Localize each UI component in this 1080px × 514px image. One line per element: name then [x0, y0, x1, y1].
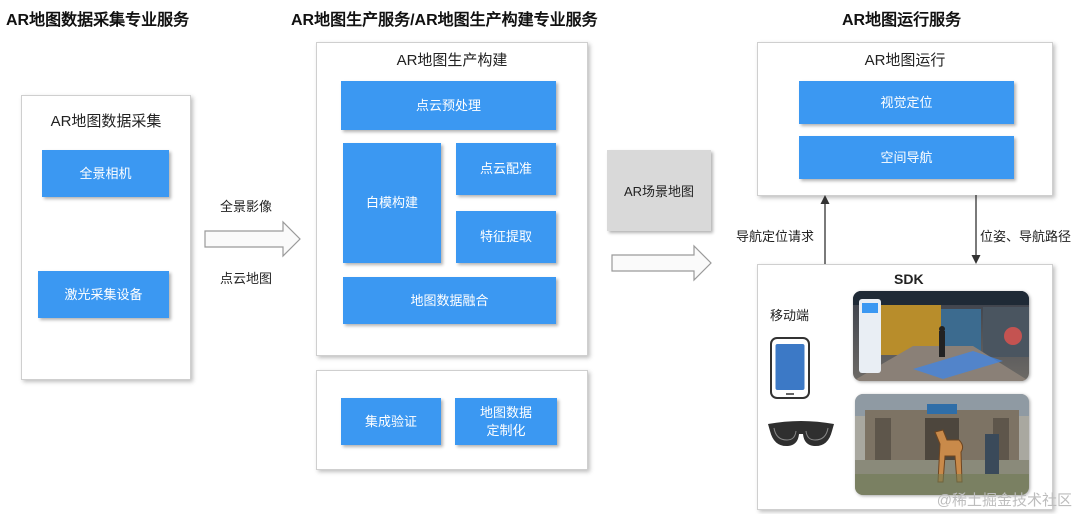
run-section-title: AR地图运行服务 [842, 6, 961, 30]
registration-box: 点云配准 [456, 143, 556, 195]
request-arrow [815, 194, 835, 266]
build-sub-panel: 集成验证 地图数据定制化 [316, 370, 588, 470]
build-panel-title: AR地图生产构建 [317, 49, 587, 70]
feature-extraction-box: 特征提取 [456, 211, 556, 263]
visual-localization-box: 视觉定位 [799, 81, 1014, 124]
pose-path-label: 位姿、导航路径 [980, 226, 1071, 245]
collect-panel-title: AR地图数据采集 [22, 110, 190, 131]
map-customize-label: 地图数据定制化 [478, 404, 534, 439]
ar-navigation-screenshot [853, 291, 1029, 381]
mobile-label: 移动端 [770, 305, 809, 324]
whitebox-box: 白模构建 [343, 143, 441, 263]
preprocess-box: 点云预处理 [341, 81, 556, 130]
smartphone-icon [769, 336, 811, 400]
run-panel: AR地图运行 视觉定位 空间导航 [757, 42, 1053, 196]
run-panel-title: AR地图运行 [758, 49, 1052, 70]
map-customize-box: 地图数据定制化 [455, 398, 557, 445]
ar-scene-map-box: AR场景地图 [607, 150, 711, 231]
build-panel: AR地图生产构建 点云预处理 白模构建 点云配准 特征提取 地图数据融合 [316, 42, 588, 356]
build-section-title: AR地图生产服务/AR地图生产构建专业服务 [291, 6, 598, 30]
collect-panel: AR地图数据采集 全景相机 激光采集设备 [21, 95, 191, 380]
panorama-image-label: 全景影像 [220, 196, 272, 215]
flow-arrow-2 [610, 243, 714, 283]
ar-glasses-icon [766, 415, 836, 451]
sdk-title: SDK [894, 271, 924, 287]
nav-request-label: 导航定位请求 [736, 226, 814, 245]
watermark: @稀土掘金技术社区 [937, 489, 1072, 510]
spatial-navigation-box: 空间导航 [799, 136, 1014, 179]
ar-scene-screenshot [855, 394, 1029, 495]
collect-section-title: AR地图数据采集专业服务 [6, 6, 189, 30]
map-fusion-box: 地图数据融合 [343, 277, 556, 324]
sdk-panel: SDK 移动端 [757, 264, 1053, 510]
integration-verify-box: 集成验证 [341, 398, 441, 445]
flow-arrow-1 [203, 219, 303, 259]
panoramic-camera-box: 全景相机 [42, 150, 169, 197]
point-cloud-map-label: 点云地图 [220, 268, 272, 287]
laser-device-box: 激光采集设备 [38, 271, 169, 318]
